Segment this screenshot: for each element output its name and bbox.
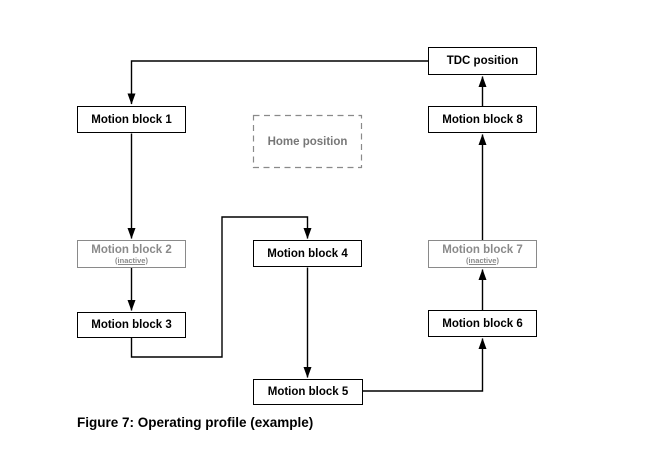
node-motion-block-3: Motion block 3 (77, 312, 186, 338)
node-sublabel-inactive: (inactive) (466, 255, 499, 265)
node-label: Motion block 6 (442, 317, 523, 330)
node-label: Home position (267, 135, 348, 148)
node-label: Motion block 8 (442, 113, 523, 126)
node-label: Motion block 5 (267, 386, 349, 398)
node-label: Motion block 7 (442, 243, 523, 256)
node-motion-block-1: Motion block 1 (77, 106, 186, 133)
edge-mb3-to-mb4 (130, 216, 312, 358)
node-motion-block-7: Motion block 7 (inactive) (428, 240, 537, 268)
edge-tdc-to-mb1 (127, 60, 428, 105)
node-motion-block-8: Motion block 8 (428, 106, 537, 133)
node-label: Motion block 4 (267, 247, 348, 260)
node-sublabel-inactive: (inactive) (115, 255, 148, 265)
node-label: Motion block 2 (91, 243, 172, 256)
node-label: Motion block 3 (91, 319, 172, 331)
home-position-dashed-outline (252, 114, 363, 169)
figure-caption: Figure 7: Operating profile (example) (77, 415, 314, 430)
node-label: Motion block 1 (91, 113, 172, 126)
node-motion-block-2: Motion block 2 (inactive) (77, 240, 186, 268)
node-label: TDC position (446, 55, 519, 67)
edge-mb5-to-mb6 (363, 338, 487, 392)
node-tdc-position: TDC position (428, 47, 537, 75)
node-home-position: Home position (253, 115, 362, 168)
node-motion-block-5: Motion block 5 (253, 379, 363, 405)
node-motion-block-6: Motion block 6 (428, 310, 537, 337)
node-motion-block-4: Motion block 4 (253, 240, 362, 267)
